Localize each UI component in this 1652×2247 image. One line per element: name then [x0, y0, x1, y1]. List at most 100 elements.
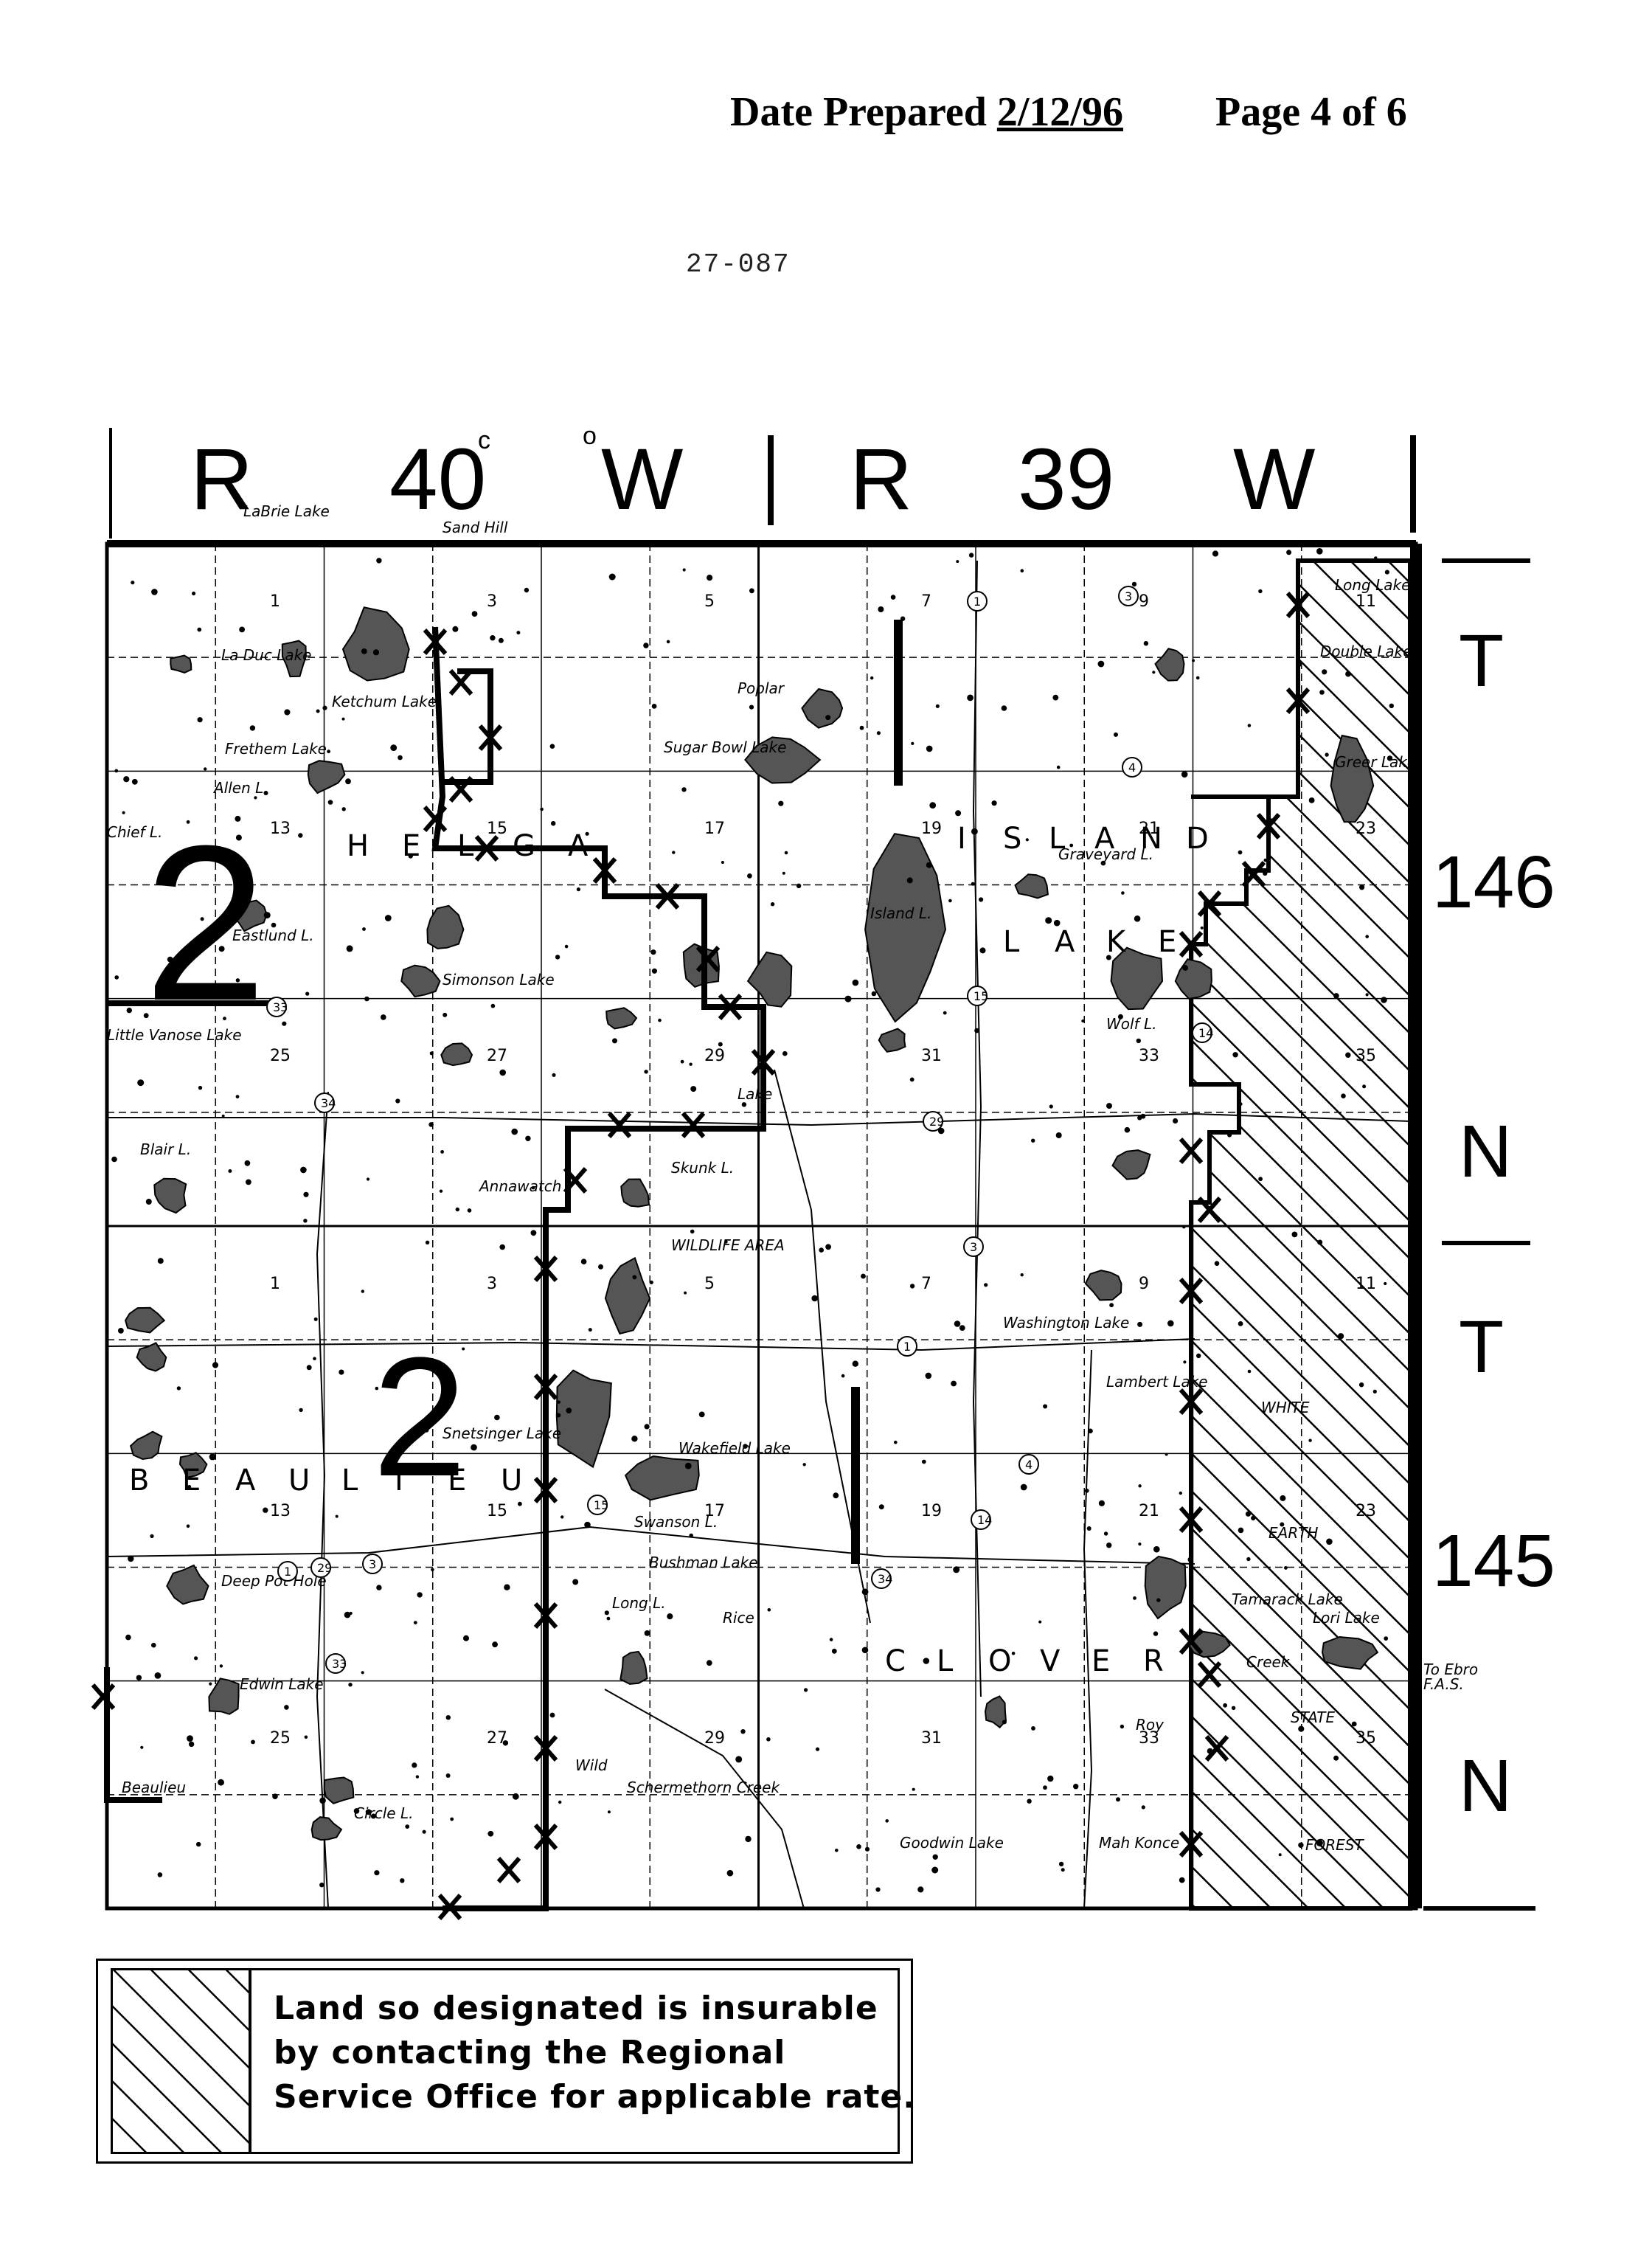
route-shield: 14 [1192, 1022, 1213, 1043]
survey-dot [1333, 1755, 1339, 1761]
survey-dot [361, 648, 367, 654]
survey-dot [829, 1638, 833, 1641]
place-label: Mah Konce [1099, 1834, 1179, 1852]
survey-dot [1231, 1706, 1236, 1710]
survey-dot [909, 1284, 915, 1289]
route-shield: 29 [923, 1111, 944, 1132]
survey-dot [1317, 1239, 1323, 1245]
route-shield: 15 [967, 986, 988, 1006]
survey-dot [254, 796, 257, 800]
survey-dot [825, 1244, 831, 1250]
x-mark [681, 1112, 706, 1138]
township-letter: K [1106, 925, 1127, 959]
survey-dot [757, 1244, 760, 1249]
lake-shape [746, 951, 793, 1008]
survey-dot [1001, 705, 1007, 711]
x-mark [533, 1735, 558, 1762]
route-shield: 14 [971, 1509, 992, 1530]
survey-dot [425, 1240, 430, 1245]
survey-dot [381, 1014, 386, 1020]
route-shield-number: 14 [1198, 1026, 1213, 1040]
survey-dot [455, 1207, 459, 1212]
survey-dot [894, 1440, 898, 1444]
survey-dot [555, 955, 560, 960]
legend-line-2: by contacting the Regional [274, 2034, 786, 2071]
range-left-r: R [190, 431, 253, 528]
survey-dot [923, 1658, 930, 1664]
survey-dot [1056, 765, 1061, 769]
road-line [107, 1112, 1411, 1126]
lake-shape [1321, 1635, 1379, 1670]
x-mark [592, 857, 617, 884]
place-label: Annawatch [478, 1177, 561, 1195]
survey-dot [831, 1648, 837, 1654]
place-label: FOREST [1305, 1836, 1364, 1854]
survey-dot [1384, 569, 1389, 575]
survey-dot [415, 1775, 420, 1779]
survey-dot [552, 1073, 556, 1077]
survey-dot [1020, 1483, 1027, 1491]
place-label: Lambert Lake [1106, 1373, 1208, 1391]
township-upper-number: 146 [1432, 841, 1555, 924]
township-lower-n: N [1459, 1745, 1512, 1827]
survey-dot [1286, 550, 1292, 555]
date-value: 2/12/96 [996, 89, 1123, 135]
survey-dot [376, 558, 382, 564]
section-number: 11 [1356, 1275, 1376, 1293]
survey-dot [861, 1273, 866, 1279]
survey-dot [462, 1347, 465, 1351]
survey-dot [1365, 935, 1369, 938]
township-lower-number: 145 [1432, 1520, 1555, 1602]
survey-dot [424, 1427, 429, 1433]
lake-shape [166, 1564, 209, 1605]
lake-shape [604, 1256, 651, 1335]
survey-dot [467, 1208, 472, 1213]
survey-dot [1182, 965, 1188, 971]
lake-shape [864, 833, 947, 1023]
survey-dot [212, 1362, 219, 1368]
survey-dot [1061, 1868, 1065, 1872]
survey-dot [136, 1675, 142, 1680]
survey-dot [954, 1320, 961, 1327]
survey-dot [572, 1579, 579, 1585]
survey-dot [186, 820, 190, 824]
section-number: 5 [704, 592, 715, 611]
survey-dot [511, 1128, 518, 1135]
place-label: EARTH [1268, 1524, 1318, 1542]
survey-dot [502, 1740, 509, 1746]
survey-dots [111, 548, 1395, 1893]
x-mark [533, 1374, 558, 1400]
survey-dot [145, 1199, 152, 1205]
survey-dot [557, 1400, 560, 1404]
survey-dot [316, 709, 320, 713]
survey-dot [346, 945, 353, 952]
route-shield: 1 [897, 1336, 917, 1357]
survey-dot [408, 854, 413, 859]
place-label: Greer Lake [1335, 753, 1416, 771]
survey-dot [921, 1459, 926, 1464]
x-mark [533, 1477, 558, 1503]
survey-dot [651, 704, 657, 709]
survey-dot [188, 1741, 195, 1748]
place-label: Poplar [738, 679, 785, 697]
place-label: Double Lake [1320, 643, 1412, 660]
township-labels: T 146 N T 145 N [1423, 558, 1555, 1911]
survey-dot [650, 949, 656, 955]
survey-dot [937, 1127, 945, 1135]
district-number-b: 2 [372, 1322, 467, 1512]
section-number: 19 [921, 1502, 942, 1520]
survey-dot [1106, 1543, 1112, 1548]
survey-dot [282, 1021, 287, 1026]
route-shield-number: 34 [321, 1096, 336, 1110]
survey-dot [767, 1608, 771, 1612]
survey-dot [1011, 1652, 1016, 1655]
township-letter: A [568, 829, 589, 863]
survey-dot [968, 553, 974, 558]
section-number: 23 [1356, 1502, 1376, 1520]
survey-dot [1263, 858, 1268, 862]
survey-dot [1365, 993, 1369, 997]
survey-dot [1086, 1526, 1092, 1531]
township-letter: I [395, 1464, 403, 1498]
survey-dot [200, 917, 204, 921]
route-shield-number: 33 [273, 1000, 288, 1014]
